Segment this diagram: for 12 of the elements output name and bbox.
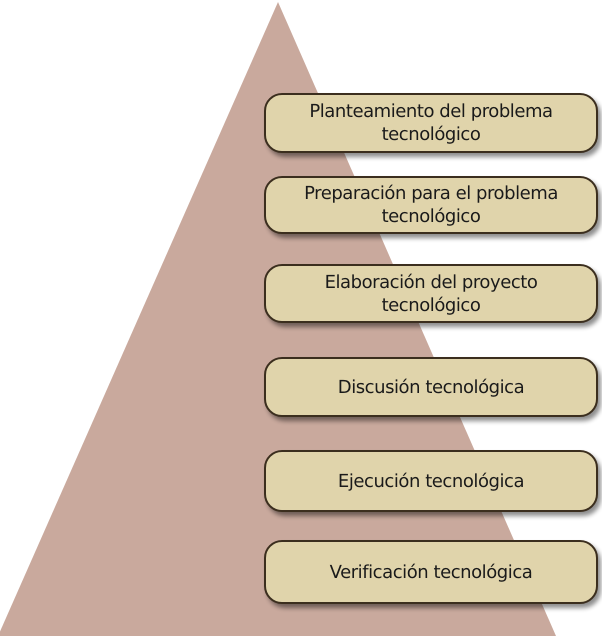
step-box	[264, 357, 598, 417]
step-box	[264, 264, 598, 323]
step-label: Ejecución tecnológica	[338, 470, 524, 492]
step-box	[264, 540, 598, 604]
step-box	[264, 450, 598, 512]
step-label: Planteamiento del problema tecnológico	[308, 100, 554, 146]
step-box	[264, 93, 598, 153]
step-label: Verificación tecnológica	[330, 560, 532, 584]
step-label: Elaboración del proyecto tecnológico	[324, 270, 538, 316]
step-label: Discusión tecnológica	[338, 376, 524, 398]
step-label: Preparación para el problema tecnológico	[303, 182, 559, 228]
step-box	[264, 176, 598, 234]
